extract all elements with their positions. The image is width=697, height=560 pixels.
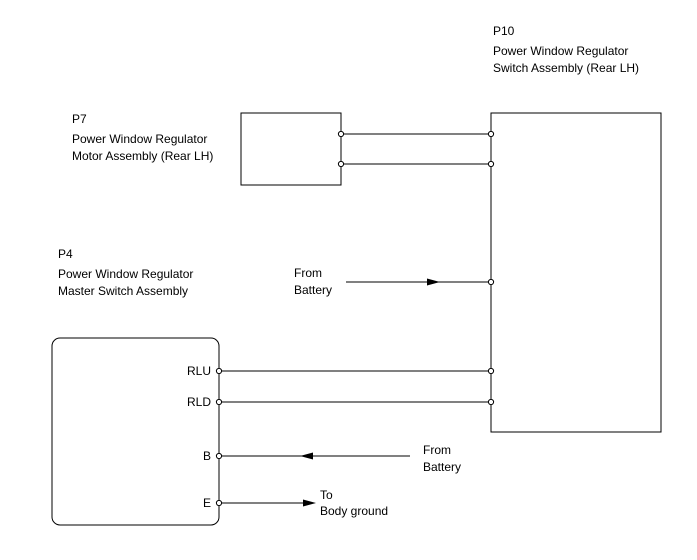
terminal-p4-rlu (215, 367, 223, 375)
terminal-p10-battery (487, 278, 495, 286)
terminal-p4-rld (215, 398, 223, 406)
p10-name-line2: Switch Assembly (Rear LH) (493, 61, 639, 75)
p4-name-line2: Master Switch Assembly (58, 284, 188, 298)
terminal-p4-e (215, 499, 223, 507)
pin-label-b: B (203, 449, 211, 463)
p10-name-line1: Power Window Regulator (493, 44, 628, 58)
arrow-e-ground (303, 499, 316, 507)
arrow-battery-p10 (427, 278, 440, 286)
arrow-battery-b (300, 452, 313, 460)
p7-code: P7 (72, 112, 87, 126)
from-battery-p10-line1: From (294, 266, 322, 280)
pin-label-e: E (203, 496, 211, 510)
terminal-p7-lower (337, 160, 345, 168)
from-battery-p4-line2: Battery (423, 460, 461, 474)
from-battery-p4-line1: From (423, 443, 451, 457)
p7-name-line2: Motor Assembly (Rear LH) (72, 149, 213, 163)
pin-label-rld: RLD (187, 395, 211, 409)
p4-name-line1: Power Window Regulator (58, 267, 193, 281)
terminal-p7-upper (337, 130, 345, 138)
from-battery-p10-line2: Battery (294, 283, 332, 297)
terminal-p10-rld (487, 398, 495, 406)
p10-code: P10 (493, 24, 515, 38)
p4-code: P4 (58, 247, 73, 261)
p4-master-switch-box (51, 337, 220, 526)
to-body-ground-line1: To (320, 488, 333, 502)
p7-name-line1: Power Window Regulator (72, 132, 207, 146)
to-body-ground-line2: Body ground (320, 504, 388, 518)
terminal-p10-upper (487, 130, 495, 138)
p7-motor-box (240, 112, 342, 186)
p10-switch-box (490, 112, 662, 433)
pin-label-rlu: RLU (187, 364, 211, 378)
terminal-p4-b (215, 452, 223, 460)
terminal-p10-lower (487, 160, 495, 168)
terminal-p10-rlu (487, 367, 495, 375)
